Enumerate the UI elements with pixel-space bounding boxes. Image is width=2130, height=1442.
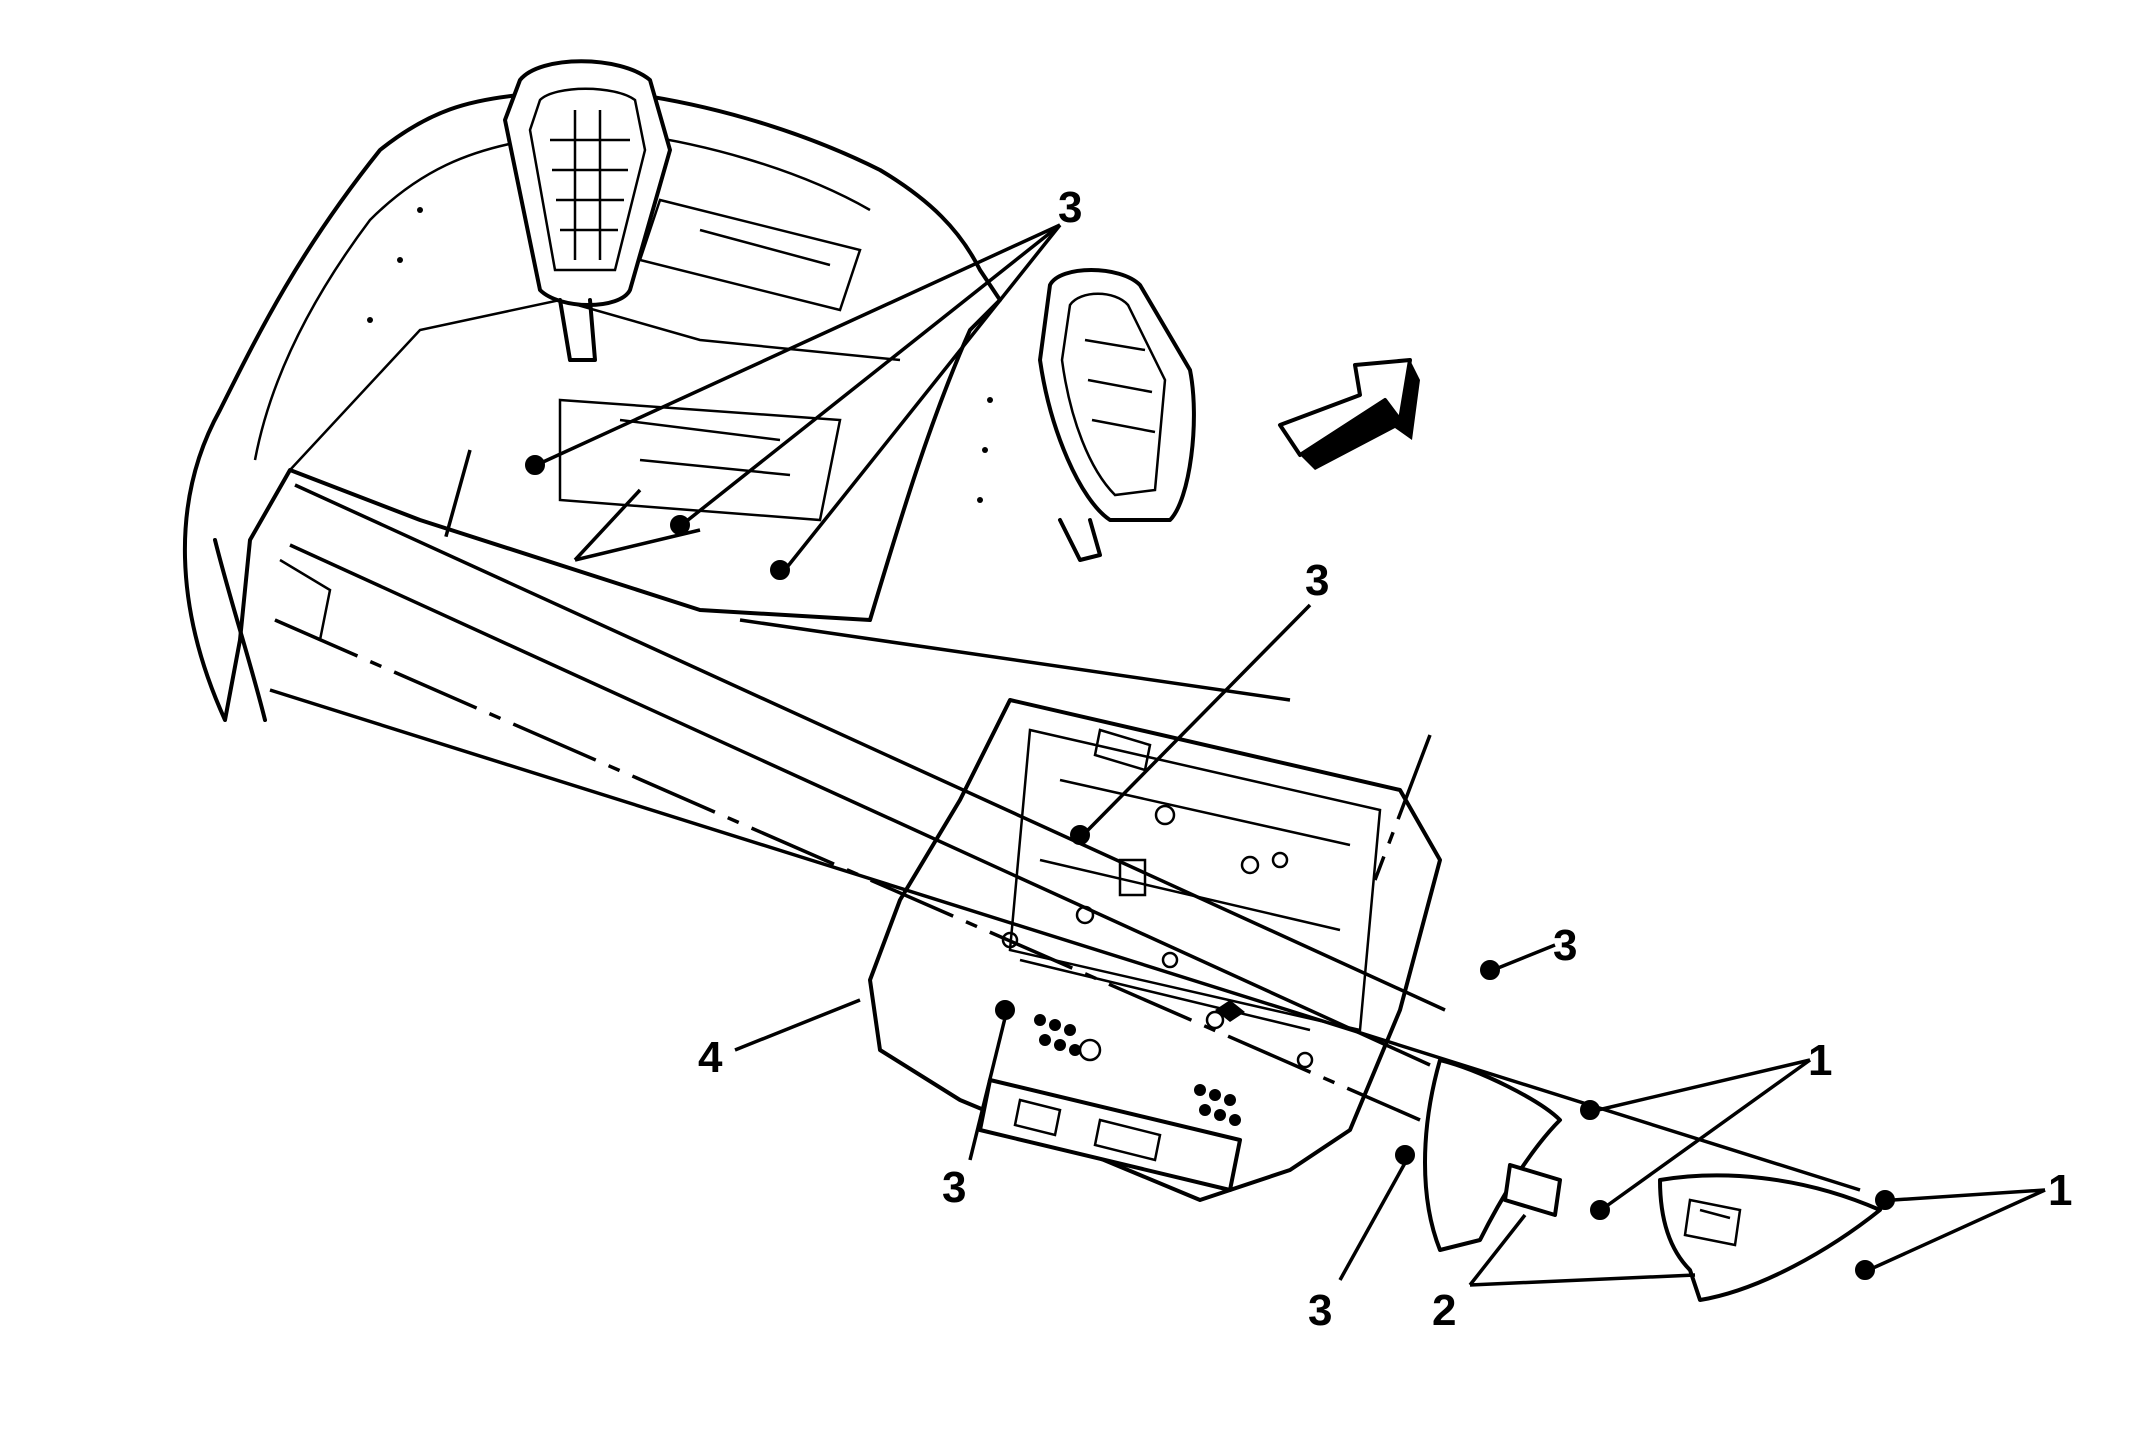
callout-labels: 3 3 3 3 3 4 1 1 2 xyxy=(698,183,2072,1335)
instrument-panel-bezel xyxy=(182,88,1002,722)
callout-3-right: 3 xyxy=(1553,921,1577,970)
callout-3-lower-right: 3 xyxy=(1308,1286,1332,1335)
callout-3-center: 3 xyxy=(1305,556,1329,605)
screw xyxy=(525,455,545,475)
screw xyxy=(1480,960,1500,980)
screw xyxy=(1855,1260,1875,1280)
callout-2: 2 xyxy=(1432,1286,1456,1335)
trim-panel-upper xyxy=(1423,1058,1562,1252)
instrument-cluster xyxy=(868,698,1442,1202)
callout-1-middle: 1 xyxy=(1808,1036,1832,1085)
leader-lines xyxy=(542,223,2046,1287)
callout-4: 4 xyxy=(698,1033,723,1082)
fasteners xyxy=(525,455,1895,1280)
screw xyxy=(1590,1200,1610,1220)
direction-arrow-icon xyxy=(1278,358,1420,470)
callout-3-top: 3 xyxy=(1058,183,1082,232)
trim-panel-lower xyxy=(1658,1173,1882,1302)
screw xyxy=(1580,1100,1600,1120)
callout-1-right: 1 xyxy=(2048,1166,2072,1215)
callout-3-lower-left: 3 xyxy=(942,1163,966,1212)
right-air-vent xyxy=(1038,268,1196,562)
screw xyxy=(995,1000,1015,1020)
screw xyxy=(670,515,690,535)
screw xyxy=(1070,825,1090,845)
left-air-vent xyxy=(503,59,672,362)
led-array xyxy=(1034,1014,1241,1126)
screw xyxy=(1395,1145,1415,1165)
screw xyxy=(770,560,790,580)
screw xyxy=(1875,1190,1895,1210)
